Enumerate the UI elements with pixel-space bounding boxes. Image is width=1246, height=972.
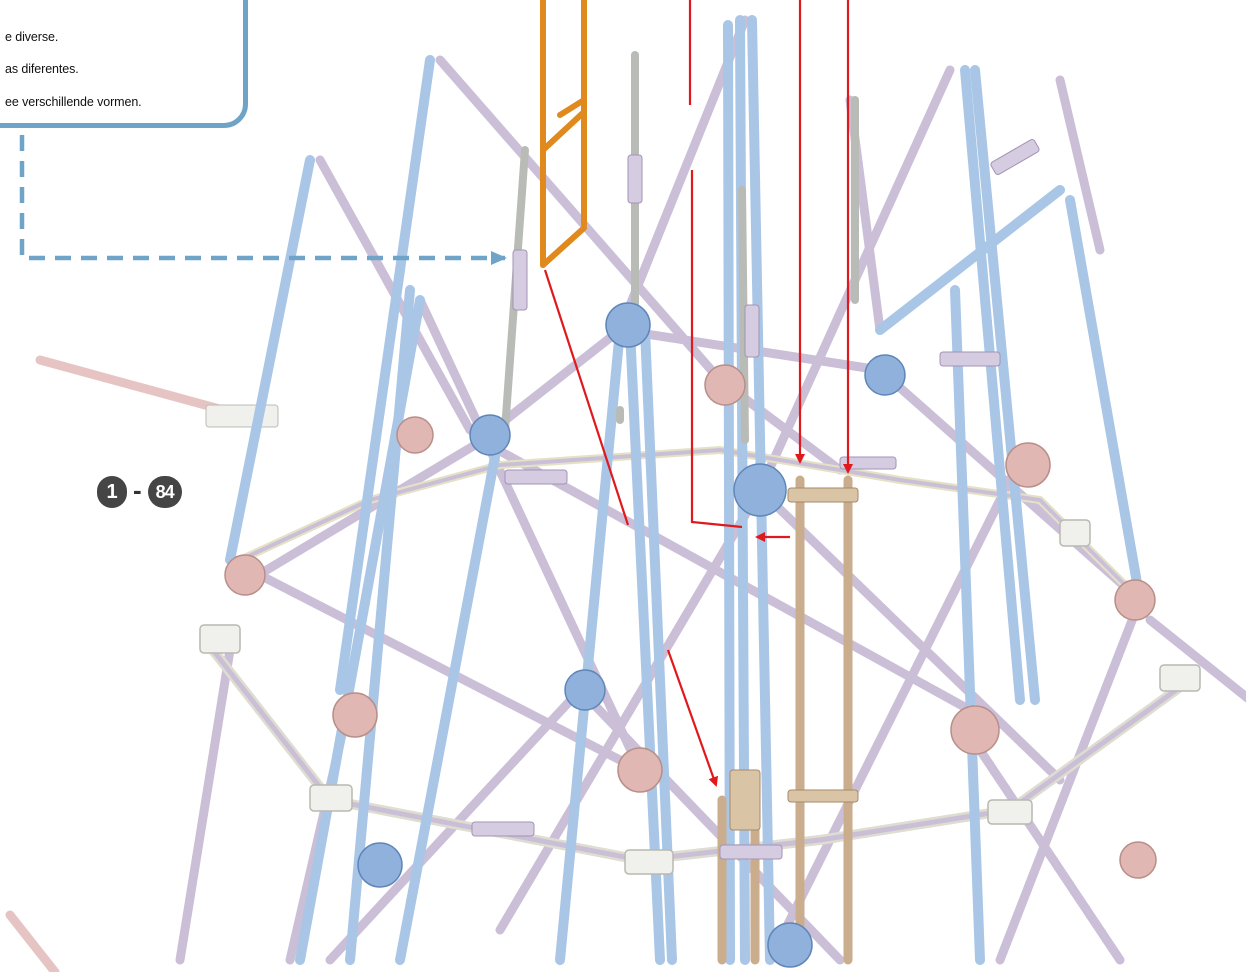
callout-line: e diverse. <box>5 30 59 44</box>
tan-connectors <box>729 487 859 831</box>
step-range-separator: - <box>133 475 142 505</box>
pink-hub-connectors <box>224 364 1157 879</box>
step-end-badge: 84 <box>147 476 182 508</box>
callout-line: ee verschillende vormen. <box>5 95 142 109</box>
gray-rods <box>501 51 859 444</box>
lavender-braces <box>175 15 1246 965</box>
step-range-label: 1 - 84 <box>97 475 182 509</box>
instruction-callout: e diverse. as diferentes. ee verschillen… <box>0 0 248 128</box>
step-start-badge: 1 <box>97 476 127 508</box>
pink-rod <box>5 355 279 972</box>
blue-hub-connectors <box>357 302 906 968</box>
white-connectors <box>199 519 1201 875</box>
lavender-clips <box>471 139 1040 860</box>
callout-line: as diferentes. <box>5 62 79 76</box>
red-arrows <box>543 0 853 787</box>
orange-ladder-part <box>540 0 587 268</box>
dashed-arrow-icon <box>19 135 507 265</box>
